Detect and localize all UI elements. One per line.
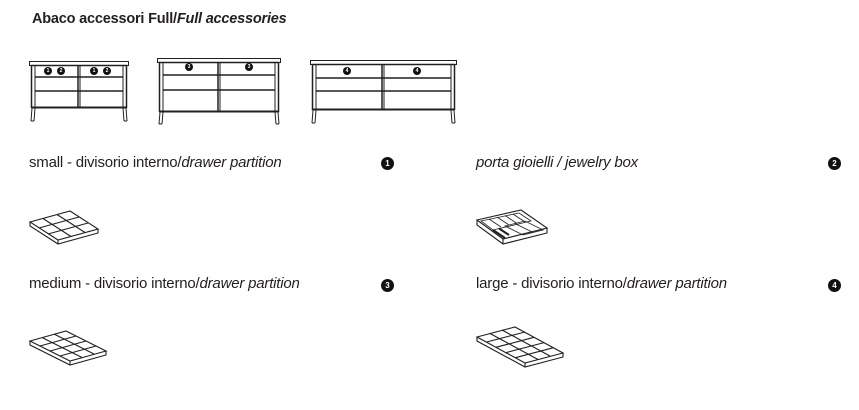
jewelry-box-icon [475,209,549,245]
cabinet-badge: 4 [343,67,351,75]
tray-3x4-icon [28,330,108,366]
accessory-number-badge: 2 [828,157,841,170]
page-title: Abaco accessori Full/Full accessories [32,11,287,27]
tray-3x5-icon [475,326,565,368]
label-italic: drawer partition [626,275,727,292]
title-italic: Full accessories [176,11,287,27]
label-italic: drawer partition [199,275,300,292]
cabinet-badge: 2 [57,67,65,75]
label-italic: drawer partition [181,154,282,171]
label-regular: medium - divisorio interno/ [29,275,200,292]
label-regular: small - divisorio interno/ [29,154,182,171]
accessory-label: small - divisorio interno/drawer partiti… [29,154,282,171]
cabinet-badge: 2 [103,67,111,75]
accessory-label: medium - divisorio interno/drawer partit… [29,275,300,292]
label-regular: large - divisorio interno/ [476,275,627,292]
accessory-number-badge: 4 [828,279,841,292]
cabinet-badge: 4 [413,67,421,75]
cabinet-badge: 1 [44,67,52,75]
accessory-label: porta gioielli / jewelry box [476,154,638,171]
cabinet-badge: 3 [185,63,193,71]
cabinet-large-icon [310,60,457,124]
accessory-label: large - divisorio interno/drawer partiti… [476,275,727,292]
title-regular: Abaco accessori Full/ [32,11,177,27]
cabinet-badge: 1 [90,67,98,75]
cabinet-badge: 3 [245,63,253,71]
accessory-number-badge: 1 [381,157,394,170]
cabinet-medium-icon [157,58,281,125]
cabinet-small-icon [29,61,129,122]
label-italic: porta gioielli / jewelry box [476,154,638,171]
accessory-number-badge: 3 [381,279,394,292]
tray-3x3-icon [28,210,100,245]
